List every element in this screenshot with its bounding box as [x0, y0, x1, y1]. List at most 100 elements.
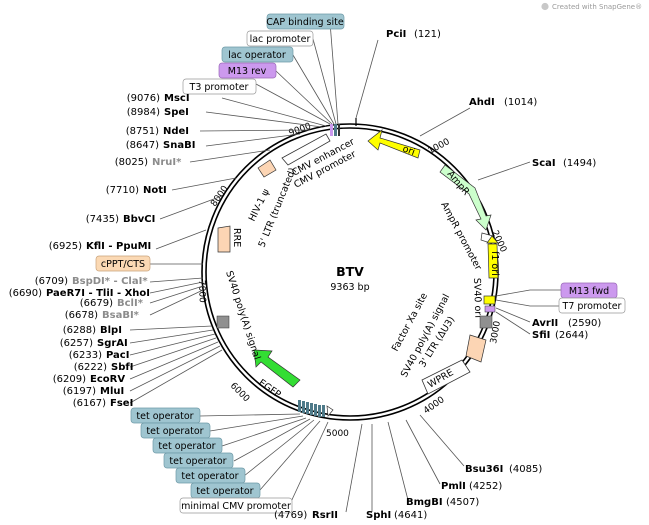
- site-ecorv-pos: (6209): [53, 374, 86, 385]
- m13fwd-block: [484, 305, 496, 313]
- tick-6000: 6000: [228, 381, 251, 404]
- tet-operator-label-5: tet operator: [181, 471, 238, 482]
- plasmid-size: 9363 bp: [330, 282, 369, 293]
- tick-7000: 7000: [196, 280, 207, 304]
- site-bmgbi-name: BmgBI: [406, 497, 443, 508]
- ori-label: ori: [401, 143, 416, 158]
- site-rsrii-name: RsrII: [312, 510, 338, 521]
- site-sphi-pos: (4641): [394, 510, 427, 521]
- rre-block: [217, 225, 231, 253]
- site-pcii-name: PciI: [386, 29, 406, 40]
- site-bspdi-pos: (6709): [35, 276, 68, 287]
- egfp-arrow: [253, 349, 301, 388]
- cap-binding-site-box: [266, 13, 345, 30]
- leader-lines: [129, 21, 568, 513]
- site-nrui-pos: (8025): [115, 157, 148, 168]
- cap-block: [338, 124, 340, 136]
- t7-promoter-label: T7 promoter: [562, 301, 622, 312]
- site-scai-pos: (1494): [563, 158, 596, 169]
- site-bmgbi-pos: (4507): [446, 497, 479, 508]
- box-labels: CAP binding site lac promoter lac operat…: [95, 13, 626, 514]
- site-noti-name: NotI: [143, 185, 167, 196]
- lac-operator-box: [221, 46, 294, 63]
- site-sfii-pos: (2644): [555, 330, 588, 341]
- site-blpi-name: BlpI: [100, 325, 122, 336]
- t3-promoter-box: [182, 78, 257, 95]
- site-bbvci-name: BbvCI: [123, 214, 155, 225]
- site-avrii-name: AvrII: [532, 318, 558, 329]
- site-sphi-name: SphI: [366, 510, 391, 521]
- site-msci-pos: (9076): [127, 93, 160, 104]
- site-bsu36i-name: Bsu36I: [465, 464, 503, 475]
- m13-fwd-label: M13 fwd: [569, 286, 609, 297]
- ltr5-block: [257, 159, 277, 178]
- site-scai-name: ScaI: [532, 158, 556, 169]
- tet-operator-label-2: tet operator: [146, 426, 203, 437]
- sv40-polya-left-label: SV40 poly(A) signal: [223, 270, 262, 362]
- site-nrui-name: NruI*: [152, 157, 182, 168]
- tick-3000: 3000: [489, 320, 503, 345]
- site-kfli-name: KflI - PpuMI: [86, 241, 151, 252]
- lac-operator-block: [334, 124, 337, 136]
- t3-promoter-label: T3 promoter: [189, 82, 249, 93]
- tet-operator-label-1: tet operator: [136, 411, 193, 422]
- minimal-cmv-promoter-label: minimal CMV promoter: [181, 501, 291, 512]
- site-bspdi-name: BspDI* - ClaI*: [72, 276, 148, 287]
- site-kfli-pos: (6925): [49, 241, 82, 252]
- site-bsabi-pos: (6678): [65, 310, 98, 321]
- site-pcii-pos: (121): [414, 29, 441, 40]
- lac-promoter-label: lac promoter: [250, 34, 311, 45]
- cppt-cts-box: [95, 255, 151, 272]
- site-bcli-name: BclI*: [117, 298, 144, 309]
- site-bbvci-pos: (7435): [86, 214, 119, 225]
- site-fsei-pos: (6167): [73, 398, 106, 409]
- ampr-arrow: [439, 164, 492, 231]
- site-ecorv-name: EcoRV: [90, 374, 125, 385]
- cppt-cts-label: cPPT/CTS: [101, 259, 145, 270]
- site-ahdi-name: AhdI: [469, 97, 495, 108]
- snapgene-credit: Created with SnapGene®: [541, 2, 642, 11]
- plasmid-name: BTV: [336, 264, 364, 279]
- ampr-promoter-label: AmpR promoter: [438, 200, 483, 272]
- site-ndei-name: NdeI: [163, 126, 189, 137]
- sv40-ori-label: SV40 ori: [471, 278, 483, 318]
- ori-arrow: [367, 129, 421, 159]
- site-msci-name: MscI: [164, 93, 190, 104]
- grey-block-right: [479, 315, 493, 329]
- tick-4000: 4000: [422, 395, 447, 416]
- f1-ori-label: f1 ori: [489, 251, 500, 276]
- site-sgrai-name: SgrAI: [97, 338, 128, 349]
- site-pae-name: PaeR7I - TliI - XhoI: [46, 288, 150, 299]
- site-noti-pos: (7710): [106, 185, 139, 196]
- restriction-sites: PciI (121) AhdI (1014) ScaI (1494) AvrII…: [9, 29, 602, 521]
- tick-5000: 5000: [326, 429, 349, 439]
- lac-operator-label: lac operator: [228, 50, 286, 61]
- site-bsabi-name: BsaBI*: [102, 310, 140, 321]
- site-rsrii-pos: (4769): [274, 510, 307, 521]
- site-paci-name: PacI: [106, 350, 129, 361]
- site-blpi-pos: (6288): [63, 325, 96, 336]
- site-bcli-pos: (6679): [80, 298, 113, 309]
- site-snabi-pos: (8647): [126, 140, 159, 151]
- site-ndei-pos: (8751): [126, 126, 159, 137]
- site-ahdi-pos: (1014): [504, 97, 537, 108]
- rre-label: RRE: [231, 228, 242, 247]
- cmv-enhancer-block: [281, 133, 331, 166]
- m13rev-block: [330, 124, 333, 136]
- site-sbfi-name: SbfI: [111, 362, 133, 373]
- site-snabi-name: SnaBI: [163, 140, 195, 151]
- site-paci-pos: (6233): [69, 350, 102, 361]
- grey-block-left: [216, 315, 230, 329]
- credit-text: Created with SnapGene®: [552, 3, 642, 11]
- site-bsu36i-pos: (4085): [509, 464, 542, 475]
- site-pae-pos: (6690): [9, 288, 42, 299]
- m13-rev-label: M13 rev: [228, 66, 267, 77]
- f1-ori-arrowhead: [486, 235, 499, 244]
- m13-rev-box: [218, 62, 277, 79]
- site-sgrai-pos: (6257): [60, 338, 93, 349]
- tet-operator-stripes: [298, 400, 334, 417]
- tet-operator-label-4: tet operator: [169, 456, 226, 467]
- sv40-ori-block: [483, 295, 496, 305]
- site-avrii-pos: (2590): [568, 318, 601, 329]
